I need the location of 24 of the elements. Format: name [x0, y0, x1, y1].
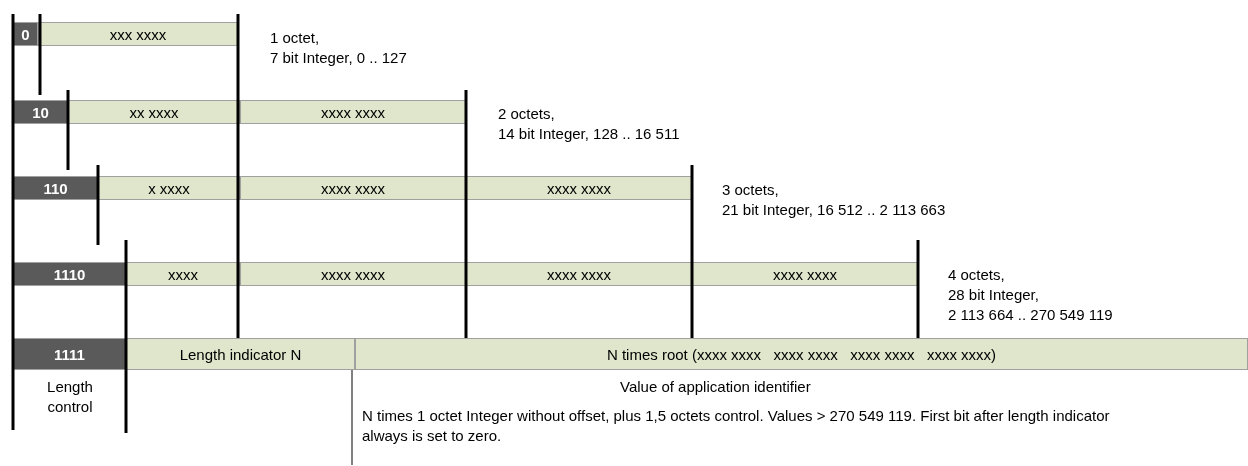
- bit-field: xxxx xxxx: [240, 100, 466, 124]
- bit-field: Length indicator N: [126, 338, 355, 370]
- size-description: 2 octets, 14 bit Integer, 128 .. 16 511: [498, 104, 680, 144]
- bit-field: N times root (xxxx xxxx xxxx xxxx xxxx xxxx xxxx xxxx): [355, 338, 1248, 370]
- prefix-field: 110: [13, 176, 98, 200]
- bit-field: xxx xxxx: [38, 22, 238, 46]
- prefix-field: 1110: [13, 262, 126, 286]
- bit-field: xxxx xxxx: [692, 262, 918, 286]
- size-description: 1 octet, 7 bit Integer, 0 .. 127: [270, 28, 407, 68]
- axis-caption: Length control: [46, 377, 94, 417]
- bit-field: x xxxx: [98, 176, 240, 200]
- bit-field: xxxx xxxx: [466, 176, 692, 200]
- field-caption: Value of application identifier: [620, 377, 811, 397]
- bit-field: xxxx xxxx: [240, 262, 466, 286]
- bit-field: xxxx xxxx: [466, 262, 692, 286]
- prefix-field: 10: [13, 100, 68, 124]
- bit-field: xxxx xxxx: [240, 176, 466, 200]
- note-text: N times 1 octet Integer without offset, plus 1,5 octets control. Values > 270 549 119. First bit after length indicator always is set to zero.: [362, 406, 1111, 446]
- prefix-field: 0: [13, 22, 38, 46]
- size-description: 4 octets, 28 bit Integer, 2 113 664 .. 270 549 119: [948, 265, 1113, 325]
- bit-field: xx xxxx: [68, 100, 240, 124]
- size-description: 3 octets, 21 bit Integer, 16 512 .. 2 113 663: [722, 180, 946, 220]
- bit-field: xxxx: [126, 262, 240, 286]
- prefix-field: 1111: [13, 338, 126, 370]
